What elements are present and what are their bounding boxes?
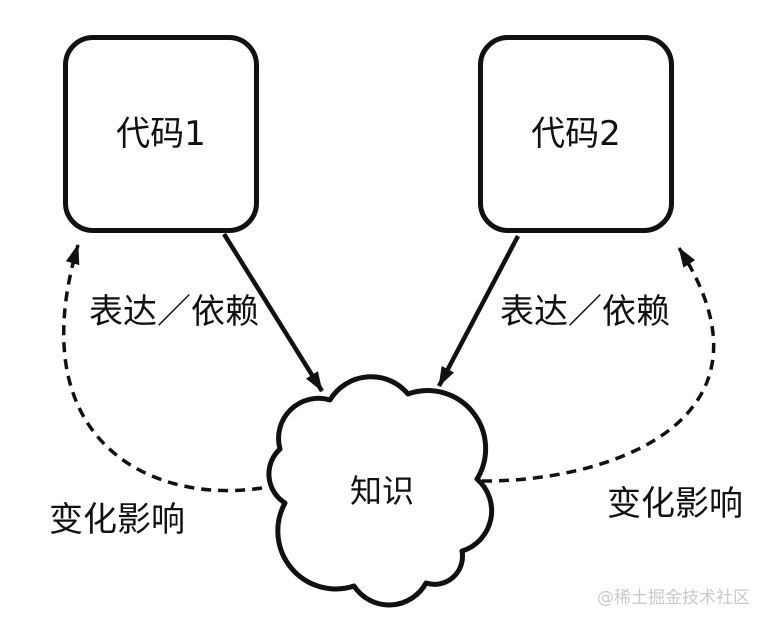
- impact-arrow-right: [481, 247, 716, 483]
- knowledge-label: 知识: [349, 472, 415, 510]
- code2-label: 代码2: [531, 114, 621, 154]
- code1-label: 代码1: [116, 114, 206, 154]
- impact-label-left: 变化影响: [49, 500, 185, 540]
- code2-node: 代码2: [478, 35, 674, 233]
- impact-arrow-left: [62, 244, 263, 493]
- express-arrow-left: [222, 232, 324, 393]
- knowledge-cloud: [266, 374, 495, 608]
- impact-label-right: 变化影响: [607, 484, 743, 524]
- express-arrow-right: [437, 234, 520, 388]
- watermark: @稀土掘金技术社区: [597, 588, 750, 608]
- express-label-right: 表达／依赖: [500, 292, 670, 332]
- code1-node: 代码1: [63, 35, 259, 233]
- express-label-left: 表达／依赖: [89, 292, 259, 332]
